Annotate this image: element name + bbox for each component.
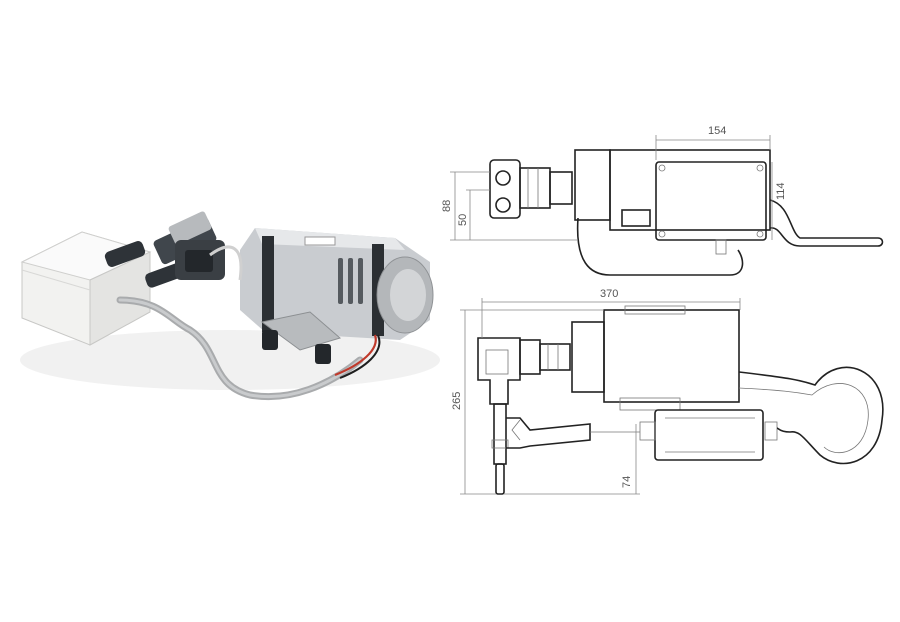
top-view-drawing: 154 114 88 50 (441, 125, 884, 276)
dim-114-label: 114 (775, 182, 787, 200)
dim-88-label: 88 (441, 200, 453, 212)
dim-370-label: 370 (600, 288, 618, 300)
side-view-drawing: 370 265 74 (451, 288, 884, 495)
dim-74-label: 74 (621, 476, 633, 488)
dim-50-label: 50 (457, 214, 469, 226)
motor-body (240, 228, 434, 340)
dim-265-label: 265 (451, 392, 463, 410)
dim-154-label: 154 (708, 125, 726, 137)
pump-photo (20, 211, 440, 401)
